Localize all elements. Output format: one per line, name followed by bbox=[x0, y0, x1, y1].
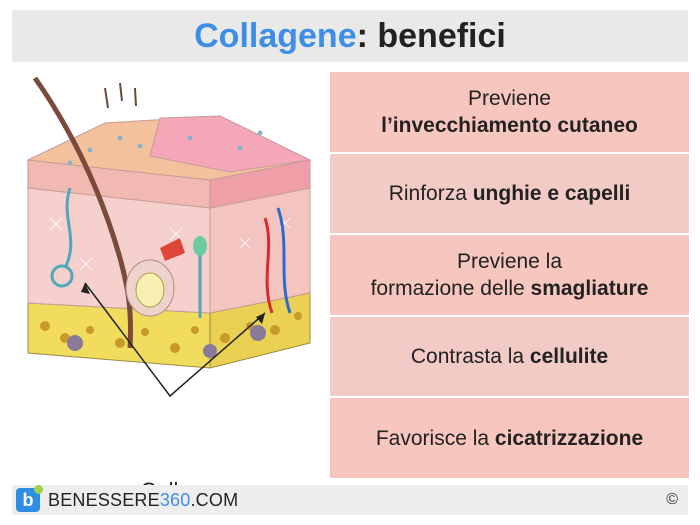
title-accent: Collagene bbox=[194, 16, 357, 55]
benefit-healing: Favorisce la cicatrizzazione bbox=[330, 398, 689, 478]
benefit-nails-hair: Rinforza unghie e capelli bbox=[330, 153, 689, 234]
site-logo-icon[interactable]: b bbox=[16, 485, 43, 512]
benefit-stretch-marks-plain2: formazione delle bbox=[370, 276, 531, 300]
benefit-anti-aging-plain: Previene bbox=[468, 86, 551, 110]
benefit-anti-aging: Previene l’invecchiamento cutaneo bbox=[330, 72, 689, 152]
site-prefix: BENESSERE bbox=[48, 489, 160, 510]
title-rest: : benefici bbox=[356, 16, 506, 55]
benefit-anti-aging-bold: l’invecchiamento cutaneo bbox=[381, 113, 638, 137]
site-name-link[interactable]: BENESSERE360.COM bbox=[48, 490, 238, 511]
benefit-cellulite: Contrasta la cellulite bbox=[330, 316, 689, 397]
logo-letter: b bbox=[22, 489, 34, 510]
copyright-symbol: © bbox=[666, 491, 678, 508]
site-footer: b BENESSERE360.COM © bbox=[12, 485, 688, 515]
page-title: Collagene: benefici bbox=[12, 10, 688, 62]
benefit-cellulite-plain: Contrasta la bbox=[410, 344, 530, 368]
benefit-stretch-marks: Previene la formazione delle smagliature bbox=[330, 235, 689, 315]
benefit-stretch-marks-plain: Previene la bbox=[456, 249, 563, 273]
benefit-nails-hair-plain: Rinforza bbox=[388, 181, 473, 205]
logo-dot-icon bbox=[34, 485, 43, 494]
site-suffix: .COM bbox=[190, 489, 239, 510]
benefits-list: Previene l’invecchiamento cutaneo Rinfor… bbox=[330, 72, 689, 478]
site-number: 360 bbox=[159, 489, 191, 510]
skin-cross-section-illustration: Collagene bbox=[10, 68, 328, 503]
benefit-stretch-marks-bold: smagliature bbox=[530, 276, 649, 300]
benefit-healing-bold: cicatrizzazione bbox=[494, 426, 644, 450]
benefit-nails-hair-bold: unghie e capelli bbox=[472, 181, 631, 205]
benefit-cellulite-bold: cellulite bbox=[529, 344, 609, 368]
benefit-healing-plain: Favorisce la bbox=[375, 426, 495, 450]
skin-diagram-svg bbox=[26, 76, 312, 398]
